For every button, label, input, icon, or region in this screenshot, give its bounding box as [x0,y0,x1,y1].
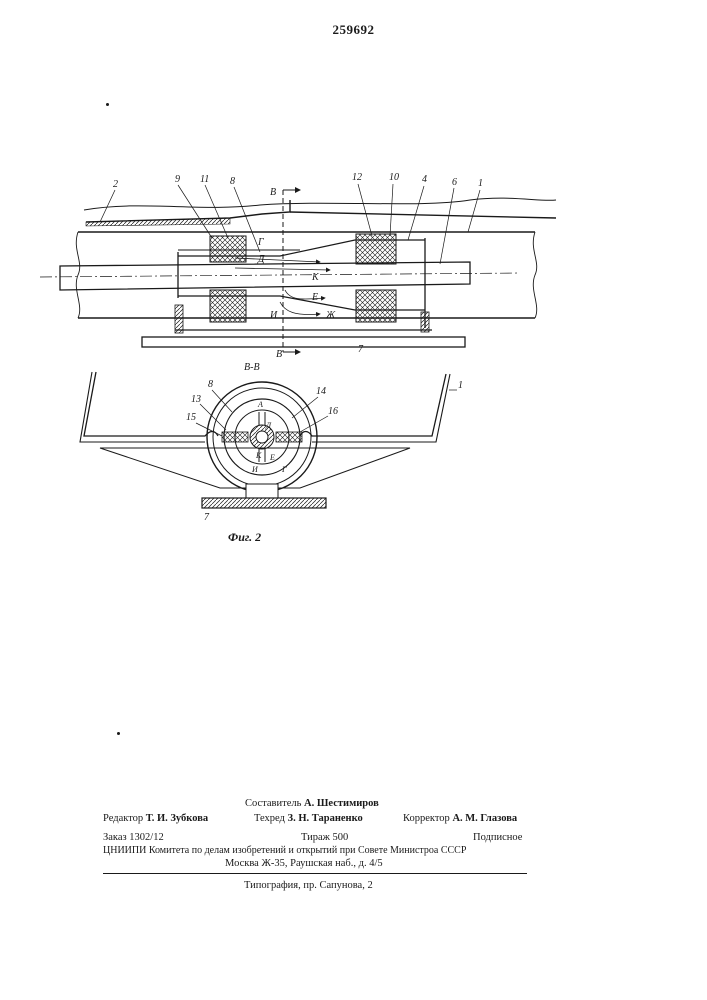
imprint-techred: Техред З. Н. Тараненко [254,813,363,824]
sec-letter-d: Д [265,421,272,430]
cut-mark-bottom: В [276,349,282,360]
compiler-label: Составитель [245,798,301,809]
sec-label-16: 16 [328,406,338,417]
sec-label-7: 7 [204,512,210,523]
sec-letter-e: Е [269,453,275,462]
label-11: 11 [200,174,209,185]
sec-letter-k: К [255,451,262,460]
techred-name: З. Н. Тараненко [288,813,363,824]
sec-label-1: 1 [458,380,463,391]
label-2: 2 [113,179,118,190]
sec-letter-g: Г [281,465,287,474]
compiler-name: А. Шестимиров [304,798,379,809]
techred-label: Техред [254,813,285,824]
skin-panel [86,200,290,222]
corrector-label: Корректор [403,813,450,824]
section-title: В-В [244,362,260,373]
speck [117,732,120,735]
imprint-editor: Редактор Т. И. Зубкова [103,813,208,824]
technical-drawing: В В 2 9 11 8 12 10 4 6 1 Г Д К Е И Ж 7 В… [0,0,707,560]
imprint-corrector: Корректор А. М. Глазова [403,813,517,824]
outer-skin-break-line [84,198,556,210]
imprint-divider [103,873,527,874]
label-12: 12 [352,172,362,183]
flow-label-g: Г [257,237,264,248]
sec-label-8: 8 [208,379,213,390]
label-8: 8 [230,176,235,187]
editor-label: Редактор [103,813,143,824]
label-4: 4 [422,174,427,185]
flow-label-k: К [311,272,320,283]
sec-label-14: 14 [316,386,326,397]
sec-letter-a: А [257,400,263,409]
label-10: 10 [389,172,399,183]
flow-label-d: Д [257,254,265,265]
flow-label-zh: Ж [325,310,336,321]
partition-right [276,432,302,442]
institute: ЦНИИПИ Комитета по делам изобретений и о… [103,845,466,856]
flow-label-e: Е [311,292,318,303]
figure-caption: Фиг. 2 [228,530,261,545]
label-9: 9 [175,174,180,185]
sec-label-15: 15 [186,412,196,423]
axis-line [40,273,520,277]
base-7 [202,498,326,508]
base-plate [142,337,465,347]
cross-section-view: В-В 8 14 13 16 15 1 7 А Д Е К И Г [80,362,463,523]
label-1: 1 [478,178,483,189]
circulation: Тираж 500 [301,832,348,843]
imprint-compiler: Составитель А. Шестимиров [245,798,379,809]
address: Москва Ж-35, Раушская наб., д. 4/5 [225,858,383,869]
label-6: 6 [452,177,457,188]
longitudinal-view: В В 2 9 11 8 12 10 4 6 1 Г Д К Е И Ж 7 [40,172,556,360]
partition-left [222,432,248,442]
sec-label-13: 13 [191,394,201,405]
sec-letter-i: И [251,465,259,474]
cut-mark-top: В [270,187,276,198]
printer: Типография, пр. Сапунова, 2 [244,880,373,891]
order-number: Заказ 1302/12 [103,832,164,843]
flow-label-i: И [269,310,278,321]
editor-name: Т. И. Зубкова [146,813,208,824]
speck [106,103,109,106]
corrector-name: А. М. Глазова [452,813,517,824]
insert-12 [356,234,396,264]
subscription: Подписное [473,832,522,843]
